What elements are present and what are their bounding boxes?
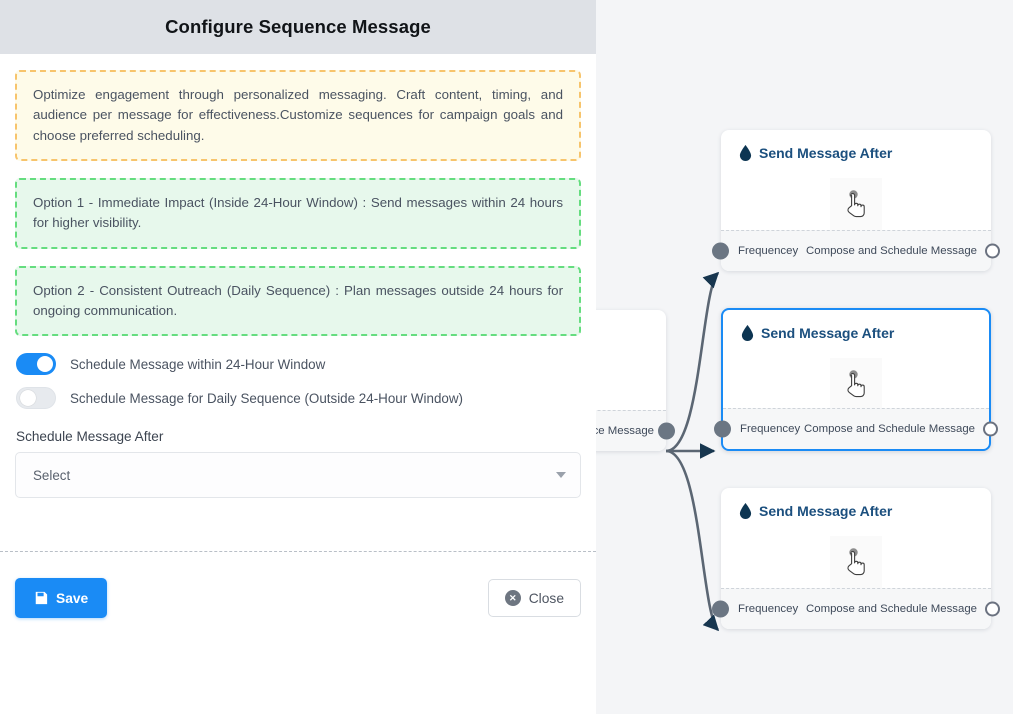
toggle-schedule-daily-sequence[interactable] — [16, 387, 56, 410]
node-title-row: Send Message After — [739, 145, 991, 161]
flow-node-send-message-after-3[interactable]: Send Message After Frequencey Compose an… — [712, 488, 1000, 629]
chevron-down-icon — [556, 472, 566, 479]
save-icon — [35, 591, 48, 605]
source-node-body — [596, 310, 666, 410]
toggle-label-within-24h: Schedule Message within 24-Hour Window — [70, 356, 326, 372]
node-title-row: Send Message After — [741, 325, 989, 341]
source-node-partial[interactable]: ce Message — [596, 310, 675, 451]
toggle-label-daily-sequence: Schedule Message for Daily Sequence (Out… — [70, 390, 463, 406]
configure-sequence-panel: Configure Sequence Message Optimize enga… — [0, 0, 596, 633]
panel-body: Optimize engagement through personalized… — [0, 54, 596, 499]
edge-to-node-3 — [665, 449, 720, 632]
node-title-label: Send Message After — [759, 145, 893, 161]
flow-edges — [665, 271, 720, 632]
toggle-knob — [20, 390, 36, 407]
info-note-option-2: Option 2 - Consistent Outreach (Daily Se… — [15, 265, 581, 337]
node-title-label: Send Message After — [759, 503, 893, 519]
node-output-port[interactable] — [985, 243, 1000, 259]
node-footer-right-label: Compose and Schedule Message — [804, 423, 975, 435]
droplet-icon — [739, 145, 752, 161]
node-footer-left-label: Frequencey — [738, 603, 799, 615]
node-center-icon-box — [830, 536, 882, 588]
node-center-icon-box — [830, 178, 882, 230]
droplet-icon — [739, 503, 752, 519]
flow-node-send-message-after-1[interactable]: Send Message After Frequencey Compose an… — [712, 130, 1000, 271]
toggle-row-within-24h[interactable]: Schedule Message within 24-Hour Window — [15, 353, 581, 376]
source-node-output-port[interactable] — [658, 422, 675, 440]
node-input-port[interactable] — [712, 600, 729, 618]
source-node-footer-label: ce Message — [596, 425, 654, 437]
flow-canvas[interactable]: ce Message Send Message After — [596, 0, 1013, 714]
toggle-row-daily-sequence[interactable]: Schedule Message for Daily Sequence (Out… — [15, 387, 581, 410]
close-button-label: Close — [528, 590, 564, 606]
toggle-knob — [37, 356, 53, 373]
node-input-port[interactable] — [712, 242, 729, 260]
node-body: Send Message After — [723, 310, 989, 410]
node-center-icon-box — [830, 358, 882, 410]
close-circle-icon: ✕ — [504, 590, 521, 606]
node-footer: Frequencey Compose and Schedule Message — [712, 230, 1000, 271]
panel-footer: Save ✕ Close — [0, 563, 596, 633]
droplet-icon — [741, 325, 754, 341]
node-body: Send Message After — [721, 488, 991, 588]
node-footer-left-label: Frequencey — [738, 245, 799, 257]
edge-to-node-1 — [665, 271, 720, 453]
page-title: Configure Sequence Message — [165, 16, 431, 37]
pointing-hand-icon — [847, 370, 865, 398]
close-button[interactable]: ✕ Close — [487, 579, 581, 617]
schedule-message-after-label: Schedule Message After — [16, 429, 164, 445]
save-button[interactable]: Save — [15, 578, 108, 618]
select-value: Select — [33, 467, 71, 483]
node-footer-right-label: Compose and Schedule Message — [806, 603, 977, 615]
node-output-port[interactable] — [983, 421, 998, 437]
node-footer: Frequencey Compose and Schedule Message — [714, 408, 998, 449]
flow-node-send-message-after-2[interactable]: Send Message After Frequencey Compose an… — [714, 308, 998, 451]
node-title-row: Send Message After — [739, 503, 991, 519]
save-button-label: Save — [56, 590, 89, 606]
node-footer-right-label: Compose and Schedule Message — [806, 245, 977, 257]
pointing-hand-icon — [847, 190, 865, 218]
source-node-footer: ce Message — [596, 410, 675, 451]
schedule-message-after-select[interactable]: Select — [15, 452, 581, 499]
toggle-schedule-within-24h[interactable] — [16, 353, 56, 376]
node-footer-left-label: Frequencey — [740, 423, 801, 435]
info-note-optimize: Optimize engagement through personalized… — [15, 70, 581, 162]
pointing-hand-icon — [847, 548, 865, 576]
panel-header: Configure Sequence Message — [0, 0, 596, 54]
node-footer: Frequencey Compose and Schedule Message — [712, 588, 1000, 629]
node-output-port[interactable] — [985, 601, 1000, 617]
info-note-option-1: Option 1 - Immediate Impact (Inside 24-H… — [15, 178, 581, 249]
node-title-label: Send Message After — [761, 325, 895, 341]
node-body: Send Message After — [721, 130, 991, 230]
node-input-port[interactable] — [714, 420, 731, 438]
footer-divider — [0, 551, 596, 552]
